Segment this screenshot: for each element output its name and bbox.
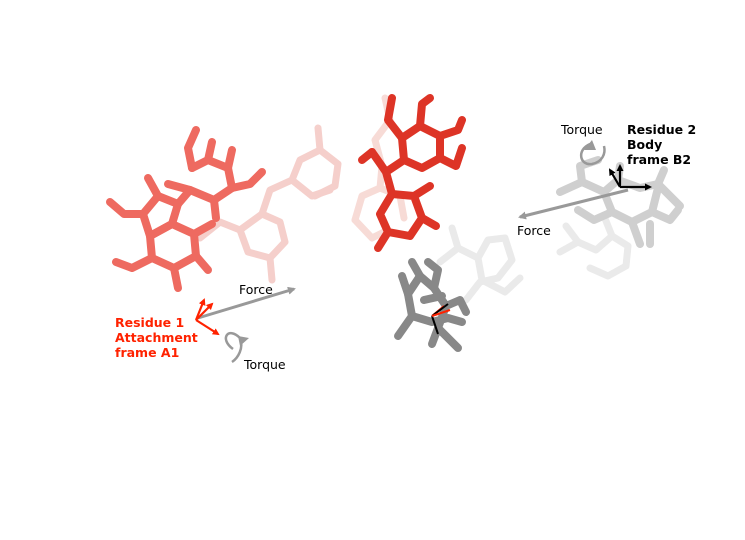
torque-arrowhead-right xyxy=(584,140,596,150)
torque-label-left: Torque xyxy=(244,357,286,372)
residue2-frame-line1: Body xyxy=(627,137,663,152)
faded-molecule-left xyxy=(196,124,342,284)
red-molecule xyxy=(358,94,466,252)
force-arrow-left xyxy=(197,286,296,320)
residue1-frame-line1: Attachment xyxy=(115,330,198,345)
torque-arrowhead-left xyxy=(238,336,249,346)
residue1-molecule xyxy=(106,126,266,292)
residue2-name: Residue 2 xyxy=(627,122,697,137)
faded-molecule-gray xyxy=(436,212,632,304)
force-label-right: Force xyxy=(517,223,551,238)
torque-arrow-right xyxy=(580,142,606,166)
frame-a1-axes xyxy=(194,298,220,336)
residue1-name: Residue 1 xyxy=(115,315,185,330)
frame-b2-axes xyxy=(608,164,652,191)
gray-molecule xyxy=(394,258,470,352)
residue2-frame-line2: frame B2 xyxy=(627,152,692,167)
force-label-left: Force xyxy=(239,282,273,297)
middle-frame-axes xyxy=(431,303,451,335)
torque-label-right: Torque xyxy=(561,122,603,137)
force-arrow-right xyxy=(518,188,629,220)
residue1-frame-line2: frame A1 xyxy=(115,345,180,360)
